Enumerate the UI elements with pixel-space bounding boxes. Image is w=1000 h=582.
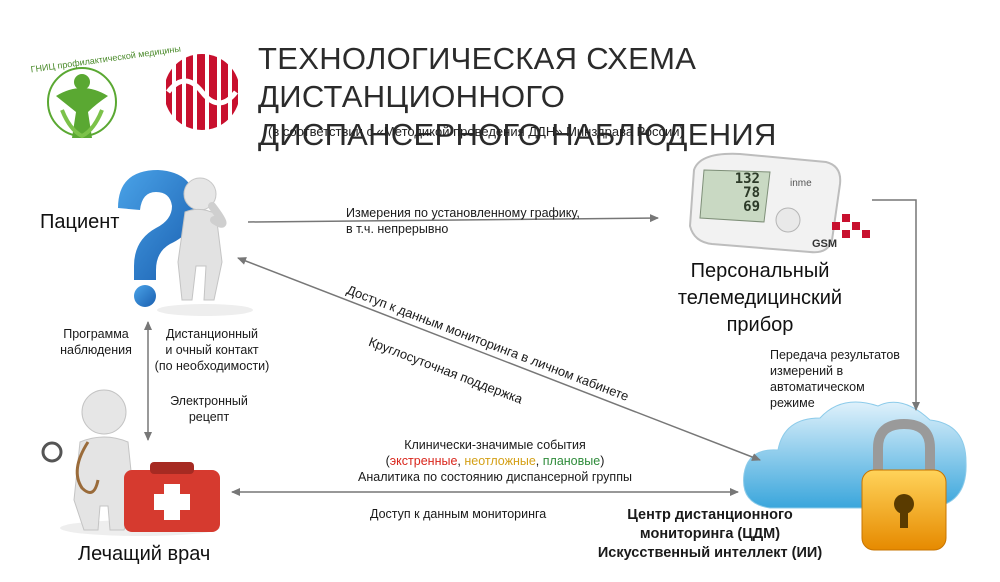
device-label: Персональный телемедицинский прибор — [640, 258, 880, 339]
title-line-2: ДИСПАНСЕРНОГО НАБЛЮДЕНИЯ — [258, 117, 777, 152]
contact-label: Дистанционный и очный контакт (по необхо… — [150, 326, 274, 374]
transfer-line-2: измерений в — [770, 364, 844, 378]
transfer-line-3: автоматическом — [770, 380, 865, 394]
events-sep-2: , — [535, 454, 543, 468]
device-value-1: 132 — [734, 171, 760, 187]
contact-line-1: Дистанционный — [165, 327, 258, 341]
gnic-logo — [47, 67, 117, 139]
measurements-label: Измерения по установленному графику, в т… — [346, 205, 580, 237]
center-label-line-2: мониторинга (ЦДМ) — [639, 526, 781, 542]
center-label: Центр дистанционного мониторинга (ЦДМ) И… — [590, 506, 830, 563]
red-logo — [164, 54, 240, 130]
doctor-access-label: Доступ к данным мониторинга — [370, 507, 547, 521]
device-brand: inme — [790, 178, 812, 189]
events-nonurgent: неотложные — [464, 454, 536, 468]
program-line-2: наблюдения — [60, 343, 132, 357]
contact-line-2: и очный контакт — [165, 343, 259, 357]
device-label-line-2: телемедицинский — [677, 287, 843, 309]
arrow-device-center — [872, 199, 920, 411]
gsm-logo — [832, 214, 870, 238]
events-line-1: Клинически-значимые события — [404, 438, 586, 452]
analytics-line: Аналитика по состоянию диспансерной груп… — [358, 470, 632, 484]
title-line-1: ТЕХНОЛОГИЧЕСКАЯ СХЕМА ДИСТАНЦИОННОГО — [258, 41, 697, 114]
doctor-illustration — [41, 389, 220, 536]
center-label-line-3: Искусственный интеллект (ИИ) — [597, 545, 823, 561]
cloud-lock-illustration — [743, 401, 967, 551]
transfer-line-1: Передача результатов — [770, 348, 900, 362]
program-label: Программа наблюдения — [50, 326, 142, 358]
device-label-line-1: Персональный — [690, 260, 830, 282]
recipe-line-1: Электронный — [170, 394, 248, 408]
recipe-line-2: рецепт — [188, 410, 230, 424]
transfer-line-4: режиме — [770, 396, 815, 410]
center-label-line-1: Центр дистанционного — [627, 507, 793, 523]
recipe-label: Электронный рецепт — [166, 393, 252, 425]
events-line-2: (экстренные, неотложные, плановые) — [300, 453, 690, 469]
arrow-patient-center — [237, 257, 761, 461]
device-display: 132 78 69 — [714, 172, 760, 214]
events-urgent: экстренные — [389, 454, 458, 468]
device-value-3: 69 — [743, 199, 760, 215]
transfer-label: Передача результатов измерений в автомат… — [770, 347, 900, 411]
device-value-2: 78 — [743, 185, 760, 201]
device-label-line-3: прибор — [726, 314, 794, 336]
gsm-text: GSM — [812, 238, 838, 250]
events-paren-close: ) — [600, 454, 605, 468]
measurements-line-1: Измерения по установленному графику, — [346, 206, 580, 220]
arrow-patient-device — [247, 214, 659, 223]
program-line-1: Программа — [63, 327, 129, 341]
page-subtitle: (в соответствии с «Методикой проведения … — [268, 124, 684, 139]
patient-illustration — [118, 170, 253, 316]
measurements-line-2: в т.ч. непрерывно — [346, 222, 449, 236]
doctor-label: Лечащий врач — [78, 543, 211, 565]
bp-monitor-illustration — [688, 152, 842, 254]
contact-line-3: (по необходимости) — [154, 359, 270, 373]
events-paren-open: ( — [385, 454, 390, 468]
events-label: Клинически-значимые события (экстренные,… — [300, 437, 690, 485]
page-title: ТЕХНОЛОГИЧЕСКАЯ СХЕМА ДИСТАНЦИОННОГО ДИС… — [258, 40, 998, 154]
events-sep-1: , — [457, 454, 465, 468]
events-planned: плановые — [542, 454, 601, 468]
patient-label: Пациент — [40, 211, 120, 233]
